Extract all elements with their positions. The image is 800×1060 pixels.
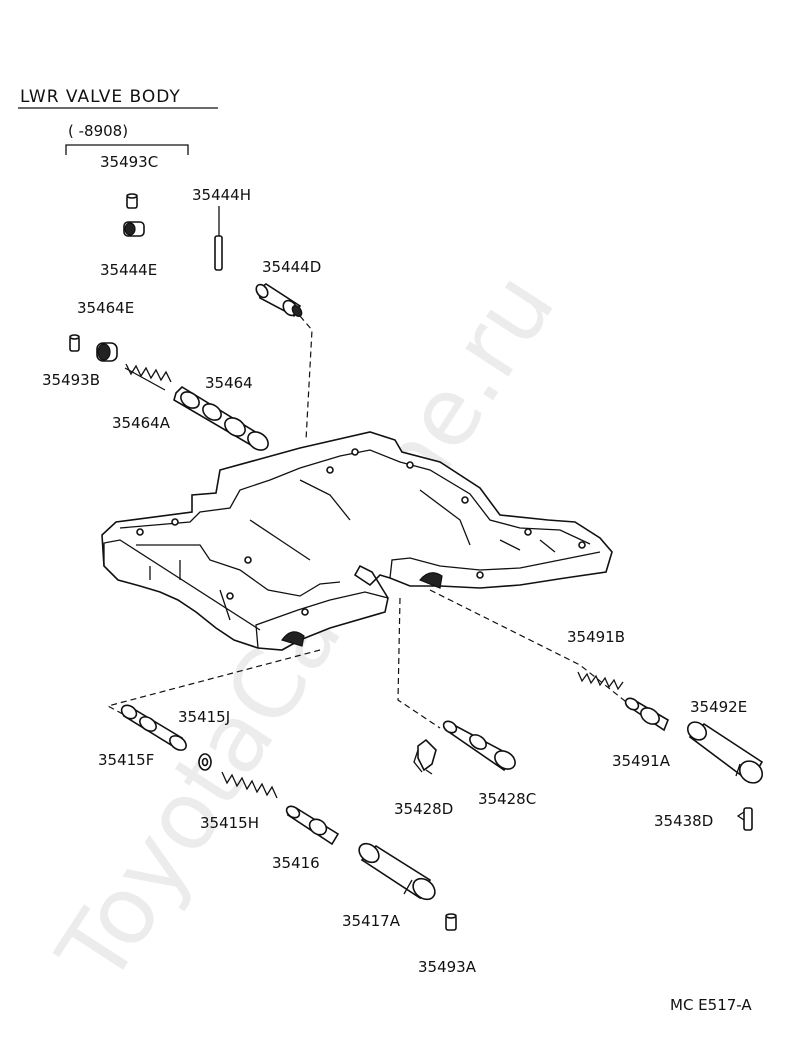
diagram-title: LWR VALVE BODY xyxy=(20,87,181,107)
part-35493C[interactable] xyxy=(126,193,138,209)
date-range-bracket xyxy=(65,144,189,155)
part-35492E[interactable] xyxy=(684,718,766,787)
leader-35444D xyxy=(299,315,313,441)
part-35415F[interactable] xyxy=(119,702,189,753)
part-35444D[interactable] xyxy=(254,282,304,318)
label-35464: 35464 xyxy=(205,374,253,392)
part-35444E[interactable] xyxy=(123,221,145,237)
part-35415H[interactable] xyxy=(221,771,278,799)
label-35438D: 35438D xyxy=(654,812,713,830)
label-35415F: 35415F xyxy=(98,751,154,769)
label-35464E: 35464E xyxy=(77,299,134,317)
label-35493C: 35493C xyxy=(100,153,158,171)
label-35464A: 35464A xyxy=(112,414,171,432)
part-35438D[interactable] xyxy=(736,807,753,831)
date-range-label: ( -8908) xyxy=(68,122,128,140)
part-35491B[interactable] xyxy=(577,671,624,691)
label-35444D: 35444D xyxy=(262,258,321,276)
label-35415H: 35415H xyxy=(200,814,259,832)
part-35417A[interactable] xyxy=(355,840,439,904)
part-35428D[interactable] xyxy=(413,738,437,775)
part-35493A[interactable] xyxy=(445,913,457,931)
part-35493B[interactable] xyxy=(69,334,80,352)
label-35493B: 35493B xyxy=(42,371,100,389)
label-35493A: 35493A xyxy=(418,958,477,976)
part-35416[interactable] xyxy=(284,804,340,846)
part-35464A[interactable] xyxy=(124,363,172,391)
label-35491B: 35491B xyxy=(567,628,625,646)
leader-35428C xyxy=(397,597,441,729)
label-35417A: 35417A xyxy=(342,912,401,930)
label-35444H: 35444H xyxy=(192,186,251,204)
label-35444E: 35444E xyxy=(100,261,157,279)
label-35491A: 35491A xyxy=(612,752,671,770)
part-35415J[interactable] xyxy=(198,753,212,771)
leader-35491 xyxy=(429,589,631,706)
part-35491A[interactable] xyxy=(623,696,669,732)
label-35416: 35416 xyxy=(272,854,320,872)
label-35428C: 35428C xyxy=(478,790,536,808)
part-35464E[interactable] xyxy=(96,342,118,362)
part-35428C[interactable] xyxy=(441,719,518,773)
part-35444H[interactable] xyxy=(214,206,223,271)
label-35428D: 35428D xyxy=(394,800,453,818)
part-35464[interactable] xyxy=(173,385,272,454)
diagram-code: MC E517-A xyxy=(670,996,752,1014)
lower-valve-body[interactable] xyxy=(101,431,613,651)
label-35415J: 35415J xyxy=(178,708,230,726)
label-35492E: 35492E xyxy=(690,698,747,716)
